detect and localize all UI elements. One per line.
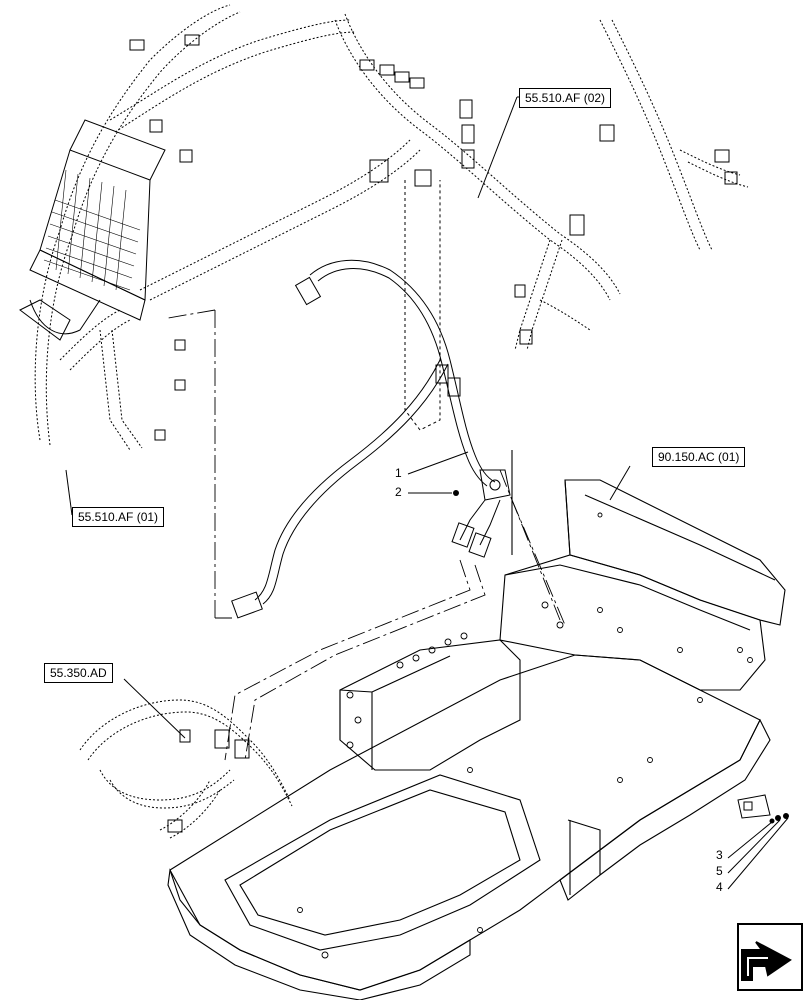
callout-2: 2: [395, 485, 402, 499]
fuse-grid: [43, 169, 141, 291]
callout-5: 5: [716, 864, 723, 878]
ref-box-90-150-ac-01[interactable]: 90.150.AC (01): [652, 447, 746, 467]
fuse-relay-panel: [19, 119, 166, 341]
cab-floor-frame: [167, 479, 786, 1000]
harness-connectors: [129, 34, 738, 833]
bracket-assembly: [737, 794, 789, 824]
callout-1: 1: [395, 466, 402, 480]
part-2-dot: [453, 490, 459, 496]
frame-holes: [297, 512, 753, 959]
ref-box-55-510-af-01[interactable]: 55.510.AF (01): [72, 507, 165, 527]
callout-3: 3: [716, 848, 723, 862]
part-1-harness: [231, 259, 511, 619]
arrow-box-icon[interactable]: [737, 923, 803, 991]
wiring-harnesses: [34, 4, 749, 839]
projection-lines: [167, 309, 566, 761]
ref-box-55-350-ad[interactable]: 55.350.AD: [44, 663, 113, 683]
callout-4: 4: [716, 880, 723, 894]
ref-box-55-510-af-02[interactable]: 55.510.AF (02): [519, 88, 612, 108]
